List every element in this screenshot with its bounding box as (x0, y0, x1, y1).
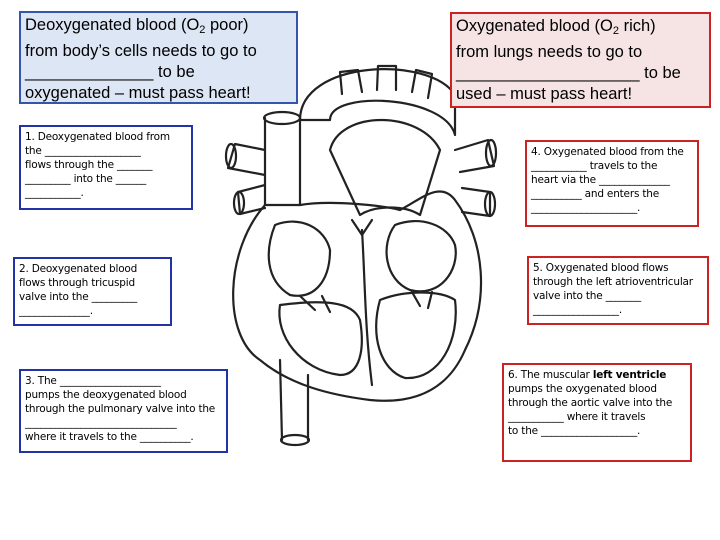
step-3-line: through the pulmonary valve into the (25, 403, 216, 415)
step-4-line: _____________________. (531, 202, 641, 214)
oxygenated-intro-box: Oxygenated blood (O2 rich) from lungs ne… (450, 12, 711, 108)
septum (360, 228, 374, 387)
inferior-vena-cava (278, 358, 310, 442)
step-4-line: heart via the ______________ (531, 174, 670, 186)
step-4-line: __________ and enters the (531, 188, 659, 200)
step-6-box: 6. The muscular left ventricle pumps the… (502, 363, 692, 462)
step-5-line: 5. Oxygenated blood flows (533, 262, 669, 274)
oxygenated-intro-line4: used – must pass heart! (456, 85, 633, 103)
left-ventricle-term: left ventricle (592, 369, 667, 381)
step-5-box: 5. Oxygenated blood flows through the le… (527, 256, 709, 325)
step-3-line: 3. The ____________________ (25, 375, 161, 387)
aortic-valve (350, 218, 374, 237)
oxygenated-intro-line1: Oxygenated blood (O2 rich) (456, 17, 656, 37)
deoxygenated-intro-box: Deoxygenated blood (O2 poor) from body’s… (19, 11, 298, 104)
pulmonary-artery-right (453, 138, 496, 174)
deoxygenated-intro-line2: from body’s cells needs to go to (25, 42, 257, 60)
step-5-line: valve into the _______ (533, 290, 641, 302)
step-4-line: ___________ travels to the (531, 160, 658, 172)
step-1-box: 1. Deoxygenated blood from the _________… (19, 125, 193, 210)
step-6-line: ___________ where it travels (508, 411, 646, 423)
step-4-line: 4. Oxygenated blood from the (531, 146, 684, 158)
oxygenated-intro-line2: from lungs needs to go to (456, 43, 643, 61)
step-2-box: 2. Deoxygenated blood flows through tric… (13, 257, 172, 326)
step-1-line: the ___________________ (25, 145, 141, 157)
deoxygenated-intro-line1: Deoxygenated blood (O2 poor) (25, 16, 249, 36)
step-5-line: through the left atrioventricular (533, 276, 693, 288)
step-3-line: ______________________________ (25, 417, 177, 429)
right-ventricle (278, 301, 363, 377)
step-5-line: _________________. (533, 304, 622, 316)
left-ventricle (375, 291, 457, 380)
mitral-valve (410, 290, 434, 310)
step-2-line: 2. Deoxygenated blood (19, 263, 138, 275)
vena-cava-opening (262, 110, 302, 126)
aorta-branch-2 (375, 64, 398, 92)
step-6-line: pumps the oxygenated blood (508, 383, 657, 395)
tricuspid-valve (298, 294, 332, 314)
step-1-line: _________ into the ______ (25, 173, 147, 185)
oxygenated-intro-line3: ____________________ to be (456, 64, 681, 82)
superior-vena-cava (263, 116, 302, 207)
aorta-branch-3 (410, 68, 434, 100)
step-1-line: 1. Deoxygenated blood from (25, 131, 170, 143)
step-4-box: 4. Oxygenated blood from the ___________… (525, 140, 699, 227)
deoxygenated-intro-line4: oxygenated – must pass heart! (25, 84, 251, 102)
pulmonary-artery-left (226, 142, 267, 177)
step-6-line: through the aortic valve into the (508, 397, 673, 409)
deoxygenated-intro-line3: ______________ to be (25, 63, 195, 81)
step-2-line: valve into the _________ (19, 291, 138, 303)
aorta-branch-1 (338, 68, 364, 96)
step-1-line: flows through the _______ (25, 159, 153, 171)
step-6-line: to the ___________________. (508, 425, 641, 437)
left-atrium (385, 220, 457, 293)
step-3-line: pumps the deoxygenated blood (25, 389, 187, 401)
right-atrium (267, 220, 332, 297)
heart-outline (232, 190, 483, 402)
step-2-line: flows through tricuspid (19, 277, 135, 289)
step-3-box: 3. The ____________________ pumps the de… (19, 369, 228, 453)
step-6-line: 6. The muscular left ventricle (508, 369, 667, 381)
pulmonary-trunk (328, 119, 442, 217)
step-2-line: ______________. (19, 305, 93, 317)
step-1-line: ___________. (25, 187, 84, 199)
step-3-line: where it travels to the __________. (25, 431, 194, 443)
